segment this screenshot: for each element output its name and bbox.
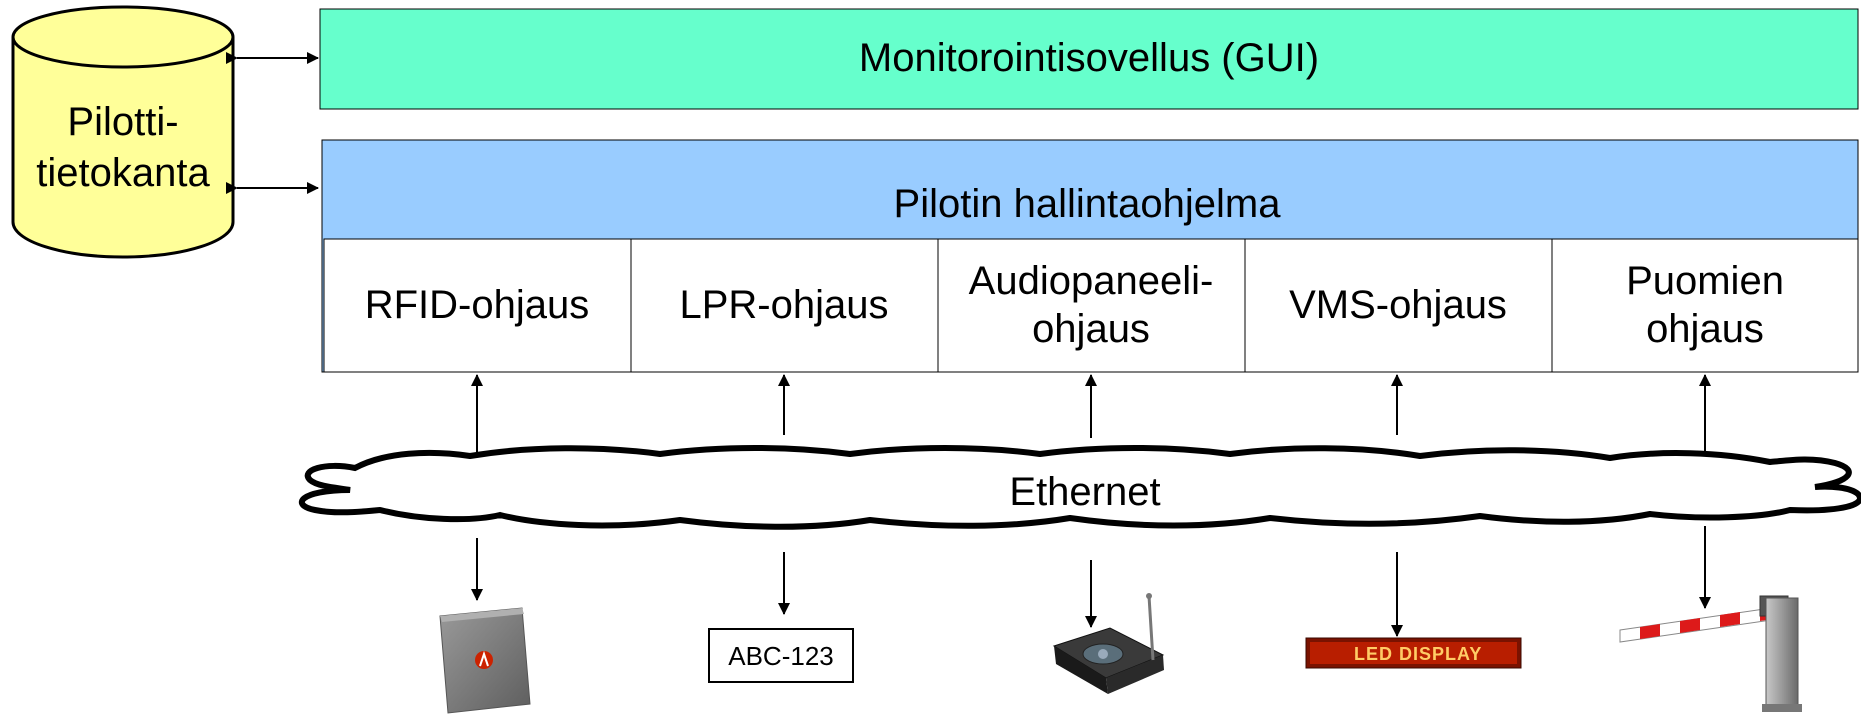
monitor-box: Monitorointisovellus (GUI) xyxy=(319,8,1859,110)
led-display-icon: LED DISPLAY xyxy=(1305,637,1522,669)
module-audio-label-line1: Audiopaneeli- xyxy=(969,259,1214,303)
module-row: RFID-ohjaus LPR-ohjaus Audiopaneeli- ohj… xyxy=(323,238,1859,373)
module-rfid: RFID-ohjaus xyxy=(323,238,632,373)
database-body xyxy=(11,37,235,259)
database-label-line2: tietokanta xyxy=(36,151,210,195)
ethernet-cloud: Ethernet xyxy=(299,445,1861,530)
barrier-gate-icon xyxy=(1619,595,1802,712)
module-barrier-label-line2: ohjaus xyxy=(1646,307,1764,351)
license-plate-text: ABC-123 xyxy=(728,641,834,671)
module-vms: VMS-ohjaus xyxy=(1244,238,1553,373)
license-plate-icon: ABC-123 xyxy=(708,628,854,683)
module-rfid-label: RFID-ohjaus xyxy=(365,283,590,327)
led-display-text: LED DISPLAY xyxy=(1354,644,1482,664)
rfid-reader-icon xyxy=(439,607,531,714)
module-lpr-label: LPR-ohjaus xyxy=(679,283,888,327)
database-cylinder: Pilotti- tietokanta xyxy=(11,5,235,259)
ethernet-label: Ethernet xyxy=(1009,470,1160,514)
module-lpr: LPR-ohjaus xyxy=(630,238,939,373)
audio-panel-icon xyxy=(1052,593,1165,694)
monitor-label: Monitorointisovellus (GUI) xyxy=(859,36,1319,80)
module-barrier: Puomien ohjaus xyxy=(1551,238,1859,373)
module-barrier-label-line1: Puomien xyxy=(1626,259,1784,303)
module-audio-label-line2: ohjaus xyxy=(1032,307,1150,351)
database-label-line1: Pilotti- xyxy=(67,100,178,144)
manager-label: Pilotin hallintaohjelma xyxy=(894,182,1282,226)
module-audio: Audiopaneeli- ohjaus xyxy=(937,238,1246,373)
module-vms-label: VMS-ohjaus xyxy=(1289,283,1507,327)
database-top xyxy=(11,5,235,69)
